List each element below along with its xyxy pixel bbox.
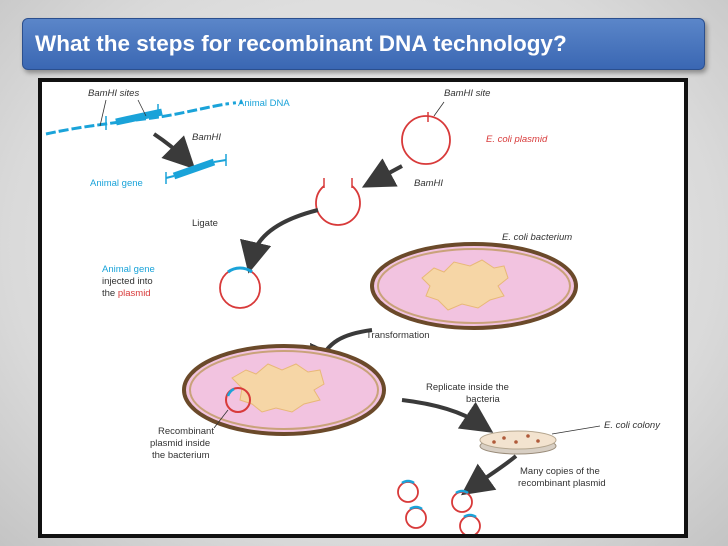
plasmid-copy — [397, 481, 419, 503]
slide-title: What the steps for recombinant DNA techn… — [35, 31, 567, 56]
recombinant-dna-diagram: BamHI sites Animal DNA BamHI Animal gene… — [45, 88, 661, 534]
arrow-ligate — [240, 208, 319, 274]
bamhi-sites-label: BamHI sites — [88, 88, 139, 99]
ecoli-bacterium — [370, 242, 578, 330]
bamhi-site-label: BamHI site — [444, 88, 490, 99]
plasmid-copy — [459, 515, 481, 534]
transformed-nucleoid — [231, 363, 325, 413]
recombinant-label-line3: the bacterium — [152, 450, 210, 461]
ecoli-plasmid-label: E. coli plasmid — [486, 134, 548, 145]
bacterium-nucleoid — [421, 259, 509, 311]
animal-gene-fragment — [165, 154, 227, 184]
plasmid-copy — [405, 507, 427, 529]
injected-label-line2: injected into — [102, 276, 153, 287]
bamhi-enzyme-label-2: BamHI — [414, 178, 443, 189]
ecoli-plasmid-circle — [401, 115, 451, 165]
transformed-bacterium — [182, 344, 386, 436]
cut-plasmid-circle — [315, 185, 361, 226]
replicate-label-line2: bacteria — [466, 394, 501, 405]
arrow-copies — [460, 454, 518, 496]
arrow-replicate — [401, 398, 494, 433]
injected-label-line1: Animal gene — [102, 264, 155, 275]
ecoli-bacterium-label: E. coli bacterium — [502, 232, 572, 243]
dna-gene-segment — [115, 108, 163, 126]
bamhi-enzyme-label-1: BamHI — [192, 132, 221, 143]
injected-label-line3: the plasmid — [102, 288, 151, 299]
animal-dna-strand — [45, 99, 243, 136]
animal-gene-label: Animal gene — [90, 178, 143, 189]
animal-dna-label: Animal DNA — [238, 98, 290, 109]
recombinant-plasmid-circle — [219, 267, 261, 309]
ecoli-colony-label: E. coli colony — [604, 420, 661, 431]
ligate-label: Ligate — [192, 218, 218, 229]
arrow-cut-plasmid — [361, 158, 403, 188]
recombinant-plasmid-in-cell — [225, 387, 251, 413]
transformation-label: Transformation — [366, 330, 430, 341]
copies-label-line2: recombinant plasmid — [518, 478, 606, 489]
pointer-line — [213, 409, 229, 429]
pointer-line — [551, 425, 601, 435]
slide-title-bar: What the steps for recombinant DNA techn… — [22, 18, 705, 70]
diagram-frame: BamHI sites Animal DNA BamHI Animal gene… — [38, 78, 688, 538]
arrow-cut-gene — [152, 132, 196, 170]
inserted-gene-arc — [227, 266, 253, 274]
pointer-line — [433, 101, 445, 117]
recombinant-label-line2: plasmid inside — [150, 438, 210, 449]
diagram-canvas: BamHI sites Animal DNA BamHI Animal gene… — [42, 82, 684, 534]
plasmid-copies — [397, 479, 481, 534]
petri-dish — [479, 430, 557, 455]
recombinant-label-line1: Recombinant — [158, 426, 214, 437]
plasmid-copy — [451, 491, 473, 513]
replicate-label-line1: Replicate inside the — [426, 382, 509, 393]
pointer-line — [99, 99, 107, 127]
pointer-line — [137, 99, 147, 117]
copies-label-line1: Many copies of the — [520, 466, 600, 477]
